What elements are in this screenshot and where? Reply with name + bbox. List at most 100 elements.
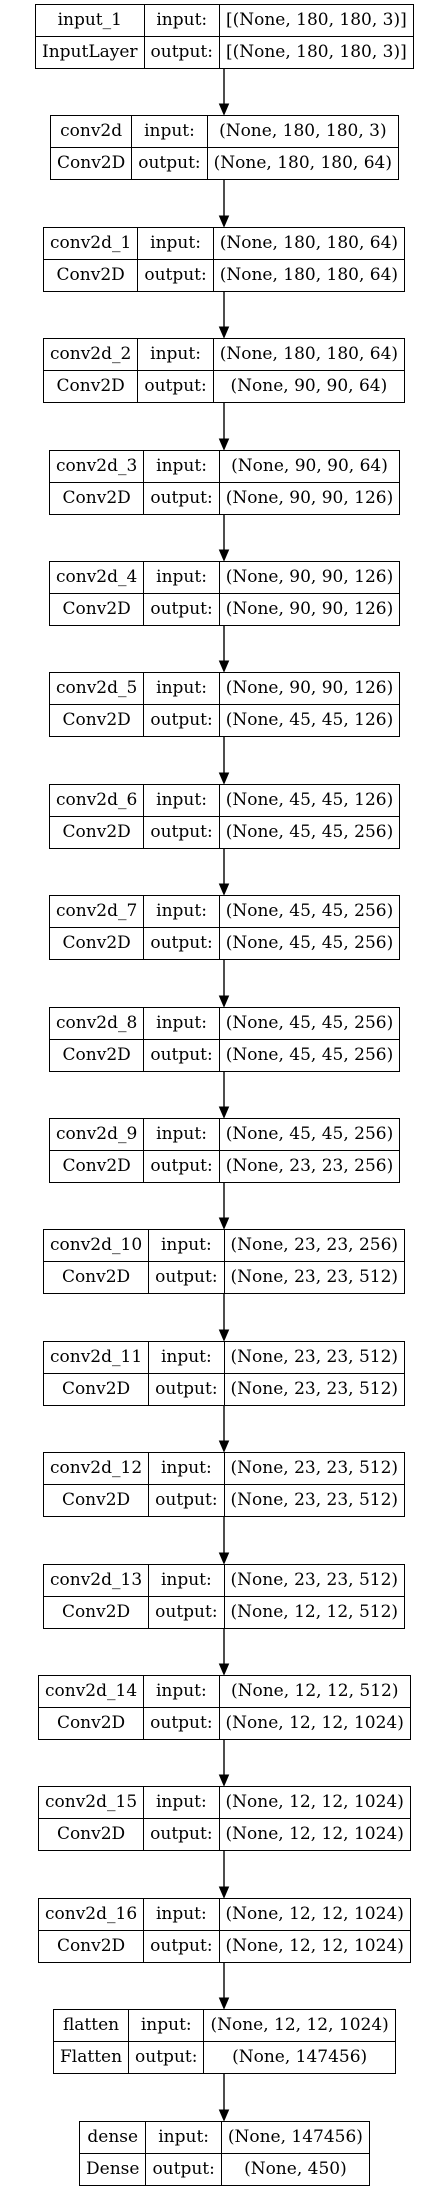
input-shape: (None, 45, 45, 256) (218, 1118, 401, 1151)
layer-type: Conv2D (42, 1596, 150, 1629)
edge-arrowhead (218, 2109, 230, 2122)
layer-type: Conv2D (37, 1818, 145, 1851)
input-label: input: (148, 1229, 225, 1262)
output-shape: (None, 45, 45, 256) (218, 927, 401, 960)
layer-name: conv2d_4 (48, 561, 145, 594)
layer-type: Conv2D (49, 147, 133, 180)
edge-arrowhead (218, 995, 230, 1008)
layer-type: Conv2D (37, 1707, 145, 1740)
input-label: input: (131, 115, 208, 148)
output-shape: (None, 12, 12, 1024) (218, 1818, 411, 1851)
edge-arrowhead (218, 1552, 230, 1565)
edge-arrowhead (218, 1329, 230, 1342)
layer-name: conv2d_13 (42, 1564, 150, 1597)
output-shape: (None, 23, 23, 512) (223, 1484, 406, 1517)
layer-name: conv2d_1 (42, 227, 139, 260)
layer-type: Conv2D (48, 1150, 145, 1183)
layer-type: Conv2D (42, 370, 139, 403)
edge-arrowhead (218, 549, 230, 562)
output-label: output: (128, 2041, 205, 2074)
layer-name: conv2d_10 (42, 1229, 150, 1262)
edge-arrowhead (218, 438, 230, 451)
input-label: input: (148, 1564, 225, 1597)
layer-type: Conv2D (48, 816, 145, 849)
input-label: input: (143, 784, 220, 817)
input-shape: (None, 90, 90, 126) (218, 561, 401, 594)
layer-type: Conv2D (42, 1373, 150, 1406)
layer-type: InputLayer (35, 36, 145, 69)
input-label: input: (148, 1452, 225, 1485)
input-label: input: (143, 1898, 220, 1931)
layer-name: conv2d_6 (48, 784, 145, 817)
input-shape: (None, 45, 45, 256) (218, 1007, 401, 1040)
edge-arrowhead (218, 326, 230, 339)
input-shape: (None, 45, 45, 256) (218, 895, 401, 928)
layer-name: conv2d_2 (42, 338, 139, 371)
output-label: output: (143, 1930, 220, 1963)
output-shape: (None, 90, 90, 126) (218, 482, 401, 515)
output-label: output: (143, 704, 220, 737)
output-shape: (None, 147456) (203, 2041, 396, 2074)
input-label: input: (128, 2009, 205, 2042)
output-shape: (None, 180, 180, 64) (212, 259, 406, 292)
output-shape: (None, 23, 23, 512) (223, 1373, 406, 1406)
output-shape: (None, 180, 180, 64) (206, 147, 400, 180)
output-label: output: (143, 1150, 220, 1183)
output-label: output: (148, 1484, 225, 1517)
output-shape: (None, 90, 90, 64) (212, 370, 406, 403)
output-label: output: (143, 482, 220, 515)
layer-name: conv2d_8 (48, 1007, 145, 1040)
input-shape: (None, 180, 180, 64) (212, 227, 406, 260)
input-label: input: (143, 672, 220, 705)
layer-type: Conv2D (42, 259, 139, 292)
input-shape: (None, 23, 23, 512) (223, 1452, 406, 1485)
edge-arrowhead (218, 1663, 230, 1676)
input-label: input: (143, 4, 220, 37)
output-label: output: (143, 927, 220, 960)
output-shape: (None, 45, 45, 126) (218, 704, 401, 737)
input-label: input: (143, 450, 220, 483)
layer-type: Conv2D (48, 704, 145, 737)
output-label: output: (131, 147, 208, 180)
input-label: input: (143, 1786, 220, 1819)
input-label: input: (137, 227, 214, 260)
layer-type: Flatten (52, 2041, 130, 2074)
input-label: input: (143, 895, 220, 928)
layer-type: Conv2D (48, 593, 145, 626)
edge-arrowhead (218, 1997, 230, 2010)
output-shape: (None, 23, 23, 256) (218, 1150, 401, 1183)
output-shape: (None, 12, 12, 512) (223, 1596, 406, 1629)
input-shape: (None, 12, 12, 1024) (203, 2009, 396, 2042)
layer-type: Conv2D (48, 482, 145, 515)
output-shape: (None, 450) (220, 2153, 370, 2186)
layer-name: conv2d_7 (48, 895, 145, 928)
